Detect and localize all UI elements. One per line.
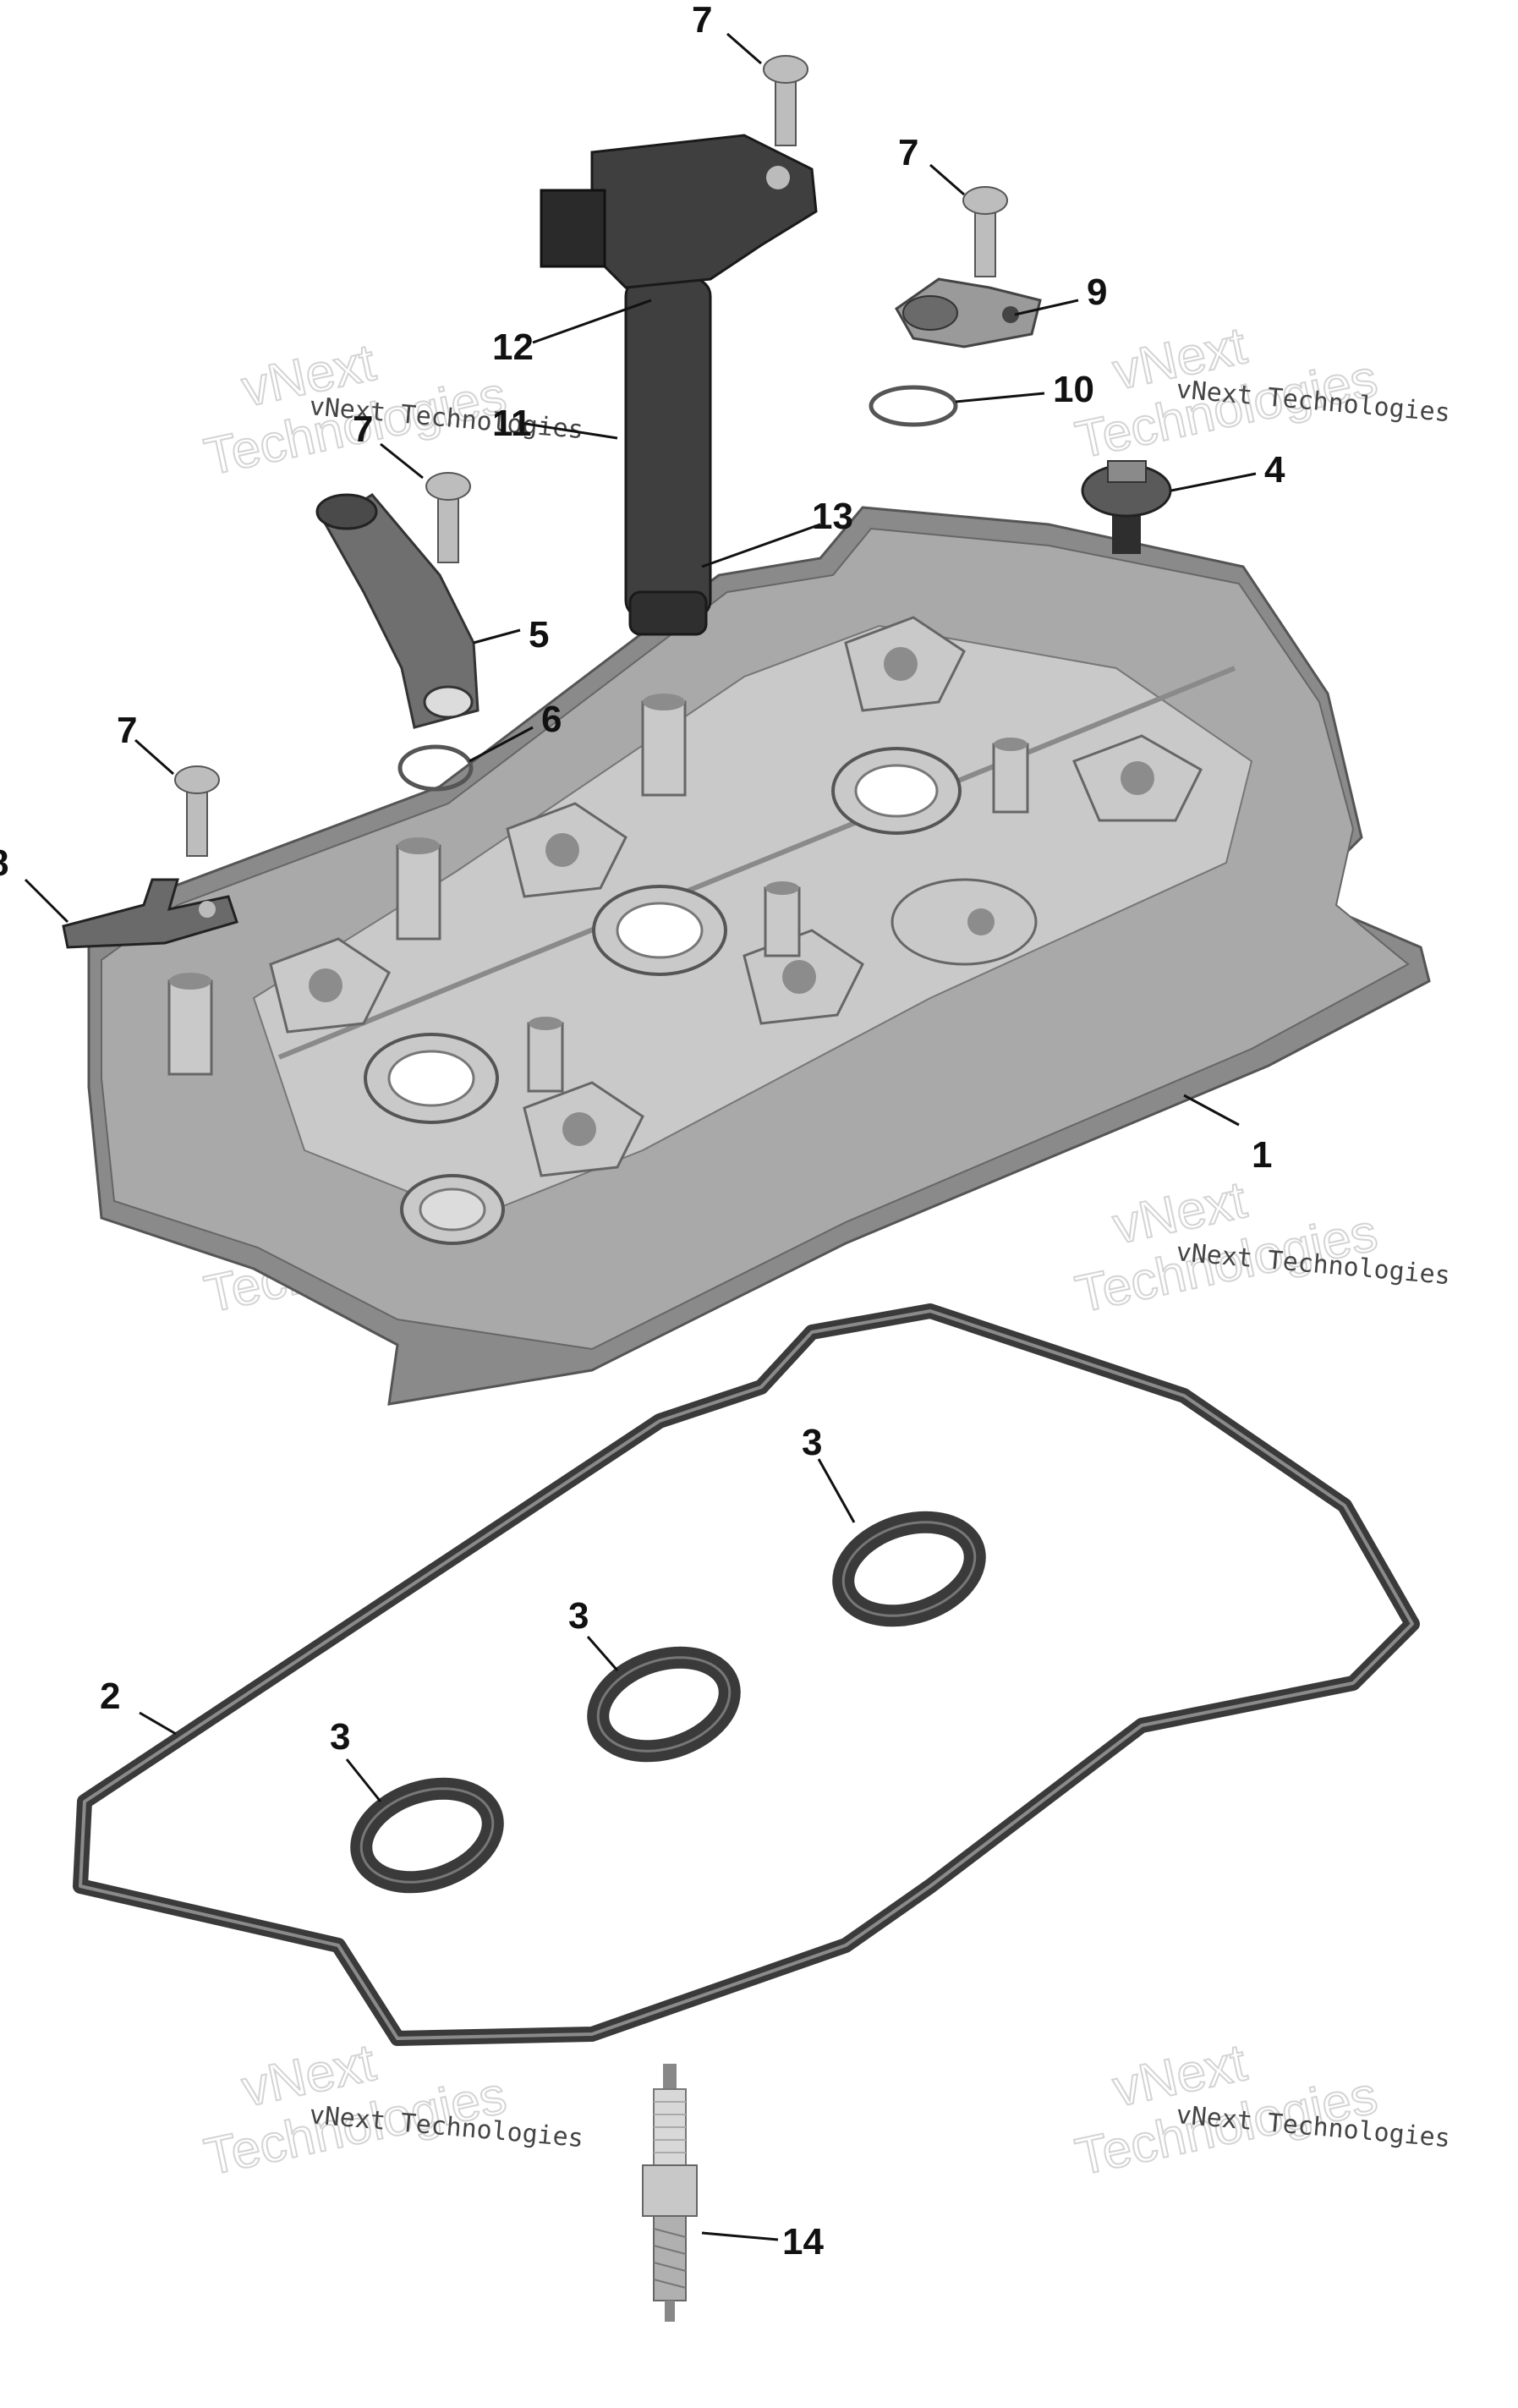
callout-12: 12	[492, 326, 534, 368]
o-ring-part	[397, 744, 474, 792]
screw-part	[174, 765, 220, 857]
bolt-boss	[506, 802, 627, 898]
bolt-boss	[1072, 734, 1203, 822]
callout-11: 11	[492, 403, 532, 444]
callout-6: 6	[541, 699, 562, 740]
callout-3: 3	[802, 1422, 822, 1463]
ignition-coil-part	[540, 134, 818, 636]
bolt-boss	[844, 616, 966, 712]
leader-lines	[24, 32, 1257, 2241]
bolt-boss	[269, 937, 391, 1034]
sensor-plug-part	[1081, 460, 1172, 554]
callout-7: 7	[692, 0, 712, 41]
bracket-part	[62, 878, 238, 949]
seal-part	[350, 1777, 504, 1894]
callout-4: 4	[1264, 449, 1285, 491]
callout-13: 13	[812, 496, 853, 537]
callout-labels: 1 2 3 3 3 4 5 6 7 7 7 7 8 9 10 11 12 13 …	[0, 0, 1285, 2263]
plug-well	[400, 1174, 505, 1245]
callout-2: 2	[100, 1676, 120, 1717]
plug-well	[592, 885, 727, 976]
callout-1: 1	[1252, 1134, 1272, 1176]
cover-plate-part	[895, 277, 1042, 348]
cover-post	[641, 694, 687, 797]
callout-8: 8	[0, 842, 8, 884]
cover-post	[992, 738, 1029, 814]
seal-part	[832, 1511, 986, 1627]
seal-part	[587, 1646, 741, 1763]
valve-cover-part	[87, 506, 1431, 1406]
bolt-boss	[523, 1081, 644, 1177]
callout-5: 5	[529, 614, 549, 655]
o-ring-part	[869, 385, 958, 427]
cover-post	[527, 1017, 564, 1093]
callout-3: 3	[330, 1716, 350, 1758]
plug-well	[831, 747, 962, 835]
screw-part	[962, 186, 1008, 277]
valve-cover-ridge	[277, 666, 1236, 1060]
plug-well	[364, 1033, 499, 1124]
gasket-part	[73, 1303, 1420, 2046]
screw-part	[425, 472, 471, 563]
outlet-elbow-part	[315, 493, 480, 729]
callout-3: 3	[568, 1595, 589, 1637]
callout-10: 10	[1053, 369, 1094, 410]
cover-post	[764, 881, 801, 957]
screw-part	[763, 55, 808, 146]
callout-7: 7	[353, 409, 373, 450]
callout-7: 7	[898, 132, 918, 173]
callout-14: 14	[782, 2221, 824, 2263]
callout-7: 7	[117, 710, 137, 751]
sensor-boss	[891, 878, 1038, 966]
cover-post	[396, 837, 441, 941]
cover-post	[167, 973, 213, 1076]
callout-9: 9	[1087, 272, 1107, 313]
spark-plug-part	[642, 2064, 698, 2322]
